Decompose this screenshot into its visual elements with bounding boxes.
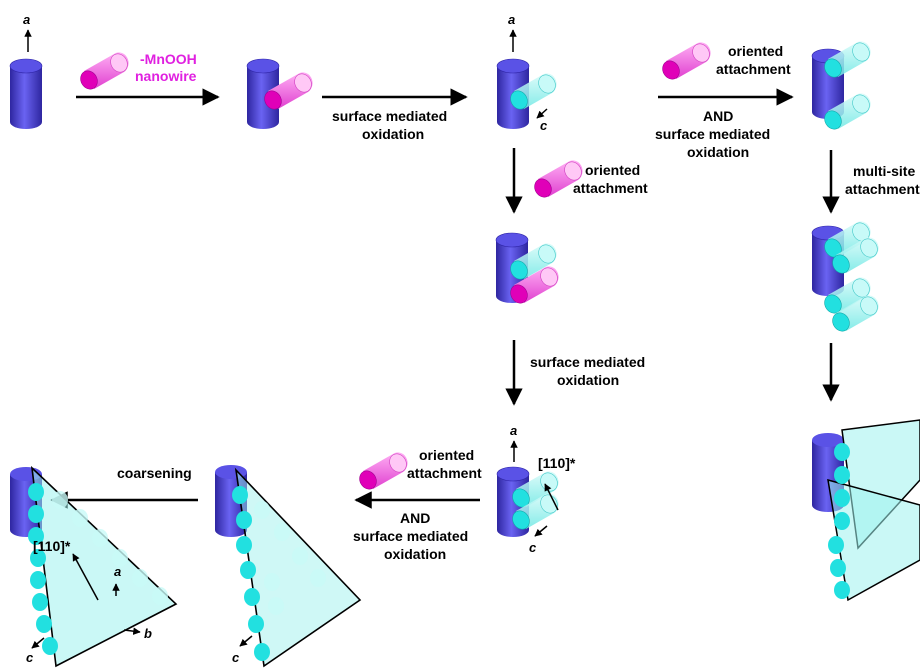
smo-bottom-line2: oxidation — [384, 546, 446, 562]
and-top: AND — [703, 108, 733, 124]
smo-top-right-line2: oxidation — [687, 144, 749, 160]
multi-site-wedge — [812, 419, 920, 602]
and-bottom: AND — [400, 510, 430, 526]
smo-mid-line2: oxidation — [557, 372, 619, 388]
oa-top-right-line2: attachment — [716, 61, 791, 77]
axis-c-1: c — [536, 108, 548, 133]
oa-top-right-line1: oriented — [728, 43, 783, 59]
triangular-aggregate-1: c — [215, 465, 362, 668]
axis-a-1: a — [23, 12, 32, 52]
direction-110-marker: [110]* — [538, 455, 576, 511]
core-nanowire-1 — [9, 58, 43, 130]
smo-bottom-line1: surface mediated — [353, 528, 468, 544]
svg-text:c: c — [232, 650, 240, 665]
svg-text:c: c — [540, 118, 548, 133]
smo-top-line2: oxidation — [362, 126, 424, 142]
multisite-line2: attachment — [845, 181, 920, 197]
svg-text:[110]*: [110]* — [33, 538, 71, 554]
coarsening-label: coarsening — [117, 465, 192, 481]
nanowire-label-line1: -MnOOH — [140, 51, 197, 67]
svg-text:a: a — [510, 423, 517, 438]
oa-bottom-line1: oriented — [419, 447, 474, 463]
triangular-aggregate-2: [110]* a b c — [10, 465, 178, 668]
oa-mid-line1: oriented — [585, 162, 640, 178]
smo-top-right-line1: surface mediated — [655, 126, 770, 142]
oa-bottom-line2: attachment — [407, 465, 482, 481]
oa-mid-line2: attachment — [573, 180, 648, 196]
smo-top-line1: surface mediated — [332, 108, 447, 124]
axis-a-2: a — [508, 12, 517, 52]
mnooh-reagent-top-right — [659, 40, 713, 83]
multisite-line1: multi-site — [853, 163, 915, 179]
svg-text:b: b — [144, 626, 152, 641]
svg-text:c: c — [529, 540, 537, 555]
svg-text:[110]*: [110]* — [538, 455, 576, 471]
attached-cyan-wire-2a — [821, 39, 873, 81]
mnooh-reagent-bottom — [356, 450, 410, 493]
nanowire-label-line2: nanowire — [135, 68, 197, 84]
smo-mid-line1: surface mediated — [530, 354, 645, 370]
svg-text:a: a — [114, 564, 121, 579]
svg-text:c: c — [26, 650, 34, 665]
mnooh-nanowire-reagent — [77, 50, 131, 93]
axis-c-3: c — [529, 525, 548, 555]
svg-text:a: a — [23, 12, 30, 27]
axis-a-3: a — [510, 423, 518, 462]
svg-text:a: a — [508, 12, 515, 27]
